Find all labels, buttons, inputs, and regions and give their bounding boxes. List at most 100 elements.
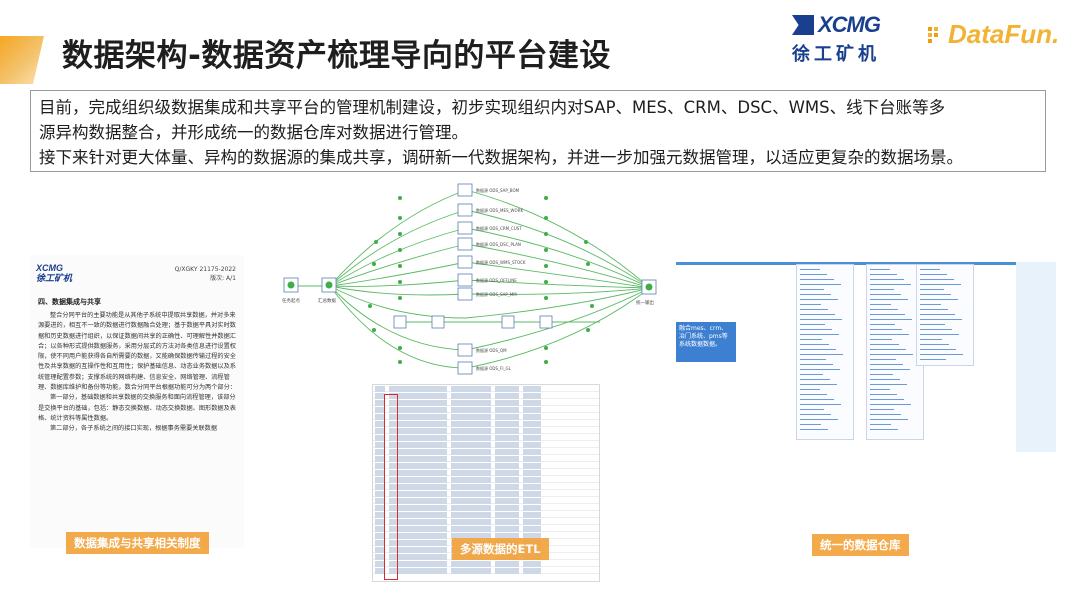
table-cell: [375, 533, 385, 539]
list-item: [870, 323, 895, 325]
svg-text:数据源 ODS_CRM_CUST: 数据源 ODS_CRM_CUST: [476, 225, 522, 231]
table-cell: [495, 435, 519, 441]
table-cell: [375, 442, 385, 448]
table-row: [373, 462, 599, 469]
list-item: [870, 403, 911, 405]
list-item: [800, 283, 841, 285]
list-item: [870, 273, 897, 275]
list-item: [800, 378, 830, 380]
table-cell: [523, 386, 541, 392]
table-cell: [375, 407, 385, 413]
table-cell: [495, 456, 519, 462]
list-item: [800, 343, 829, 345]
list-item: [800, 268, 820, 270]
svg-text:数据源 ODS_WMS_STOCK: 数据源 ODS_WMS_STOCK: [476, 259, 526, 265]
table-cell: [375, 491, 385, 497]
table-row: [373, 483, 599, 490]
document-paragraph: 第二部分，各子系统之间的接口实现，根据事务需要关联数据: [50, 425, 218, 433]
list-item: [920, 313, 955, 315]
table-cell: [389, 526, 447, 532]
list-item: [870, 283, 911, 285]
svg-text:数据源 ODS_QM: 数据源 ODS_QM: [476, 347, 507, 353]
table-cell: [375, 463, 385, 469]
list-item: [800, 328, 832, 330]
table-cell: [495, 449, 519, 455]
list-item: [870, 418, 908, 420]
table-cell: [495, 519, 519, 525]
table-cell: [375, 547, 385, 553]
page-title: 数据架构-数据资产梳理导向的平台建设: [62, 38, 611, 74]
table-cell: [523, 428, 541, 434]
table-cell: [523, 498, 541, 504]
table-cell: [523, 491, 541, 497]
table-cell: [495, 568, 519, 574]
list-item: [920, 323, 945, 325]
table-cell: [523, 568, 541, 574]
list-item: [870, 353, 913, 355]
table-row: [373, 525, 599, 532]
list-item: [870, 423, 891, 425]
list-item: [800, 388, 820, 390]
list-item: [870, 333, 909, 335]
list-item: [800, 293, 831, 295]
table-cell: [495, 428, 519, 434]
description-line: 源异构数据整合，并形成统一的数据仓库对数据进行管理。: [39, 123, 468, 142]
list-item: [920, 353, 963, 355]
table-cell: [389, 561, 447, 567]
table-cell: [375, 470, 385, 476]
description-box: 目前，完成组织级数据集成和共享平台的管理机制建设，初步实现组织内对SAP、MES…: [30, 90, 1046, 172]
table-cell: [451, 414, 491, 420]
table-cell: [389, 435, 447, 441]
table-cell: [451, 407, 491, 413]
svg-text:数据源 ODS_FI_GL: 数据源 ODS_FI_GL: [476, 365, 512, 371]
list-item: [800, 353, 843, 355]
table-cell: [523, 533, 541, 539]
table-row: [373, 427, 599, 434]
table-cell: [523, 512, 541, 518]
table-cell: [495, 498, 519, 504]
table-cell: [389, 428, 447, 434]
list-item: [800, 393, 827, 395]
table-cell: [451, 568, 491, 574]
table-cell: [375, 498, 385, 504]
table-cell: [389, 547, 447, 553]
table-cell: [495, 414, 519, 420]
document-logo-word: XCMG: [36, 263, 63, 273]
table-cell: [523, 477, 541, 483]
table-cell: [495, 400, 519, 406]
table-cell: [495, 526, 519, 532]
list-item: [800, 368, 840, 370]
table-cell: [495, 491, 519, 497]
list-item: [800, 423, 821, 425]
list-item: [870, 328, 902, 330]
table-cell: [375, 526, 385, 532]
table-row: [373, 497, 599, 504]
svg-text:数据源 ODS_SAP_BOM: 数据源 ODS_SAP_BOM: [476, 187, 520, 193]
table-cell: [389, 554, 447, 560]
description-line: 接下来针对更大体量、异构的数据源的集成共享，调研新一代数据架构，并进一步加强元数…: [39, 148, 963, 167]
table-cell: [523, 449, 541, 455]
list-item: [870, 308, 898, 310]
list-item: [920, 268, 940, 270]
table-cell: [389, 477, 447, 483]
warehouse-table-list: [796, 264, 854, 440]
list-item: [870, 303, 891, 305]
svg-text:数据源 ODS_SAP_MM: 数据源 ODS_SAP_MM: [476, 291, 517, 297]
list-item: [920, 328, 952, 330]
table-cell: [389, 400, 447, 406]
warehouse-callout: 融合mes、crm、冶门系统、pms等系统数据数据。: [676, 322, 736, 362]
table-cell: [451, 386, 491, 392]
table-row: [373, 448, 599, 455]
table-cell: [375, 414, 385, 420]
table-cell: [451, 491, 491, 497]
list-item: [920, 338, 942, 340]
table-cell: [495, 407, 519, 413]
list-item: [870, 393, 897, 395]
description-line: 目前，完成组织级数据集成和共享平台的管理机制建设，初步实现组织内对SAP、MES…: [39, 98, 946, 117]
list-item: [920, 278, 954, 280]
table-cell: [523, 456, 541, 462]
table-cell: [495, 463, 519, 469]
table-row: [373, 420, 599, 427]
list-item: [920, 298, 958, 300]
